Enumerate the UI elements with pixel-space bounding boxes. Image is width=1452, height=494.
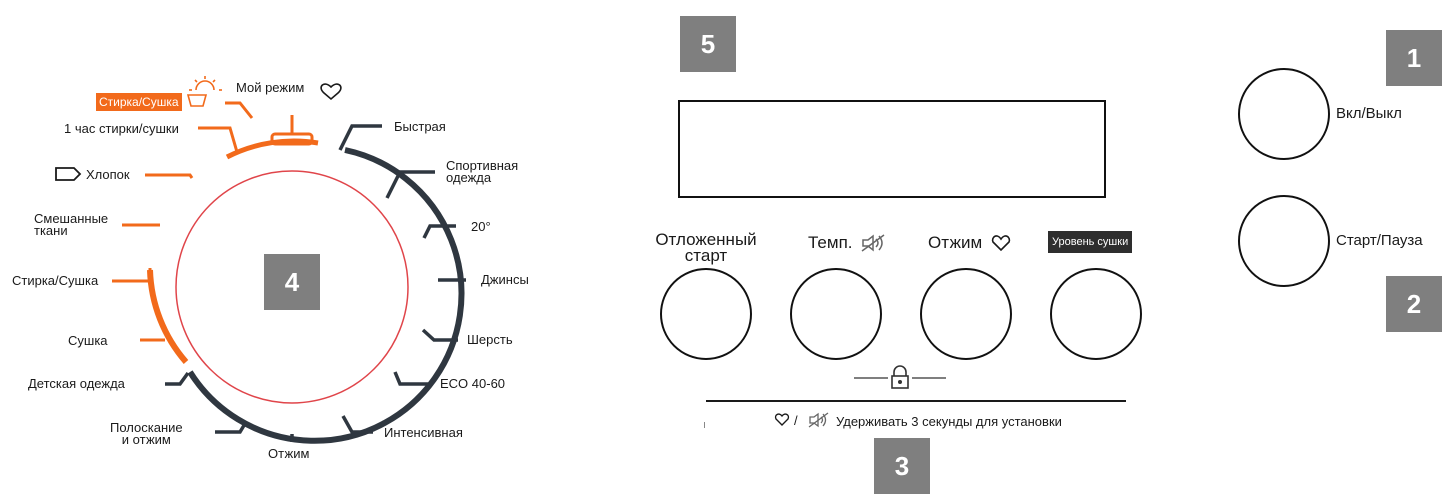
program-dial[interactable] — [0, 0, 600, 492]
callout-badge-3: 3 — [874, 438, 930, 494]
program-one-hour[interactable]: 1 час стирки/сушки — [64, 121, 179, 136]
tick-eco — [393, 371, 428, 386]
program-wool[interactable]: Шерсть — [467, 332, 513, 347]
program-spin[interactable]: Отжим — [268, 446, 310, 461]
dial-inner-ring — [175, 170, 409, 404]
lcd-display — [678, 100, 1106, 198]
tick-rinse — [215, 421, 248, 434]
hint-separator: / — [794, 413, 798, 428]
program-mixed[interactable]: Смешанные ткани — [34, 211, 109, 238]
orange-ticks — [112, 101, 254, 342]
tick-wash-dry — [112, 268, 152, 283]
start-pause-button[interactable] — [1238, 195, 1330, 287]
program-sport[interactable]: Спортивная одежда — [446, 158, 519, 185]
callout-badge-2: 2 — [1386, 276, 1442, 332]
delay-start-label: Отложенный старт — [655, 230, 757, 265]
dry-level-label: Уровень сушки — [1048, 231, 1133, 253]
program-wash-dry[interactable]: Стирка/Сушка — [12, 273, 99, 288]
heart-icon — [320, 83, 342, 101]
dry-level-button[interactable] — [1050, 268, 1142, 360]
lock-icon — [891, 365, 909, 389]
basket-icon — [186, 94, 208, 107]
hint-left-mark — [704, 422, 705, 428]
program-kids[interactable]: Детская одежда — [28, 376, 125, 391]
power-label: Вкл/Выкл — [1336, 105, 1402, 122]
power-button[interactable] — [1238, 68, 1330, 160]
spin-button[interactable] — [920, 268, 1012, 360]
temp-label: Темп. — [808, 233, 853, 252]
spin-label: Отжим — [928, 233, 983, 252]
mute-sound-icon — [861, 234, 885, 252]
callout-badge-5: 5 — [680, 16, 736, 72]
start-pause-label: Старт/Пауза — [1336, 232, 1423, 249]
program-my-mode[interactable]: Мой режим — [236, 80, 305, 95]
tick-quick — [338, 124, 382, 151]
program-cotton[interactable]: Хлопок — [86, 167, 130, 182]
heart-icon — [991, 235, 1011, 252]
mute-sound-icon — [808, 412, 829, 428]
program-intensive[interactable]: Интенсивная — [384, 425, 463, 440]
heart-icon — [774, 413, 790, 426]
tag-icon — [55, 167, 82, 181]
tick-cotton — [145, 173, 194, 179]
dial-dark-arc — [187, 147, 465, 444]
callout-badge-4: 4 — [264, 254, 320, 310]
child-lock-indicator — [854, 365, 946, 389]
tick-one-hour — [198, 126, 239, 153]
tick-wool — [421, 328, 458, 342]
tick-wash-dry-top — [225, 101, 254, 119]
dial-orange-arc-left — [147, 269, 189, 364]
program-20[interactable]: 20° — [471, 219, 491, 234]
program-eco[interactable]: ECO 40-60 — [440, 376, 506, 391]
program-drying[interactable]: Сушка — [68, 333, 108, 348]
program-rinse-spin[interactable]: Полоскание и отжим — [110, 420, 183, 447]
program-wash-dry-top[interactable]: Стирка/Сушка — [96, 93, 182, 111]
tick-sport — [385, 170, 435, 199]
hold-hint-text: Удерживать 3 секунды для установки — [836, 414, 1062, 429]
program-jeans[interactable]: Джинсы — [481, 272, 529, 287]
sun-icon — [189, 76, 222, 91]
hint-divider — [706, 400, 1126, 402]
program-quick[interactable]: Быстрая — [394, 119, 446, 134]
temp-button[interactable] — [790, 268, 882, 360]
callout-badge-1: 1 — [1386, 30, 1442, 86]
tick-kids — [165, 371, 190, 386]
tick-intensive — [341, 415, 373, 434]
delay-start-button[interactable] — [660, 268, 752, 360]
tick-20 — [422, 224, 456, 239]
dark-ticks — [165, 124, 466, 442]
